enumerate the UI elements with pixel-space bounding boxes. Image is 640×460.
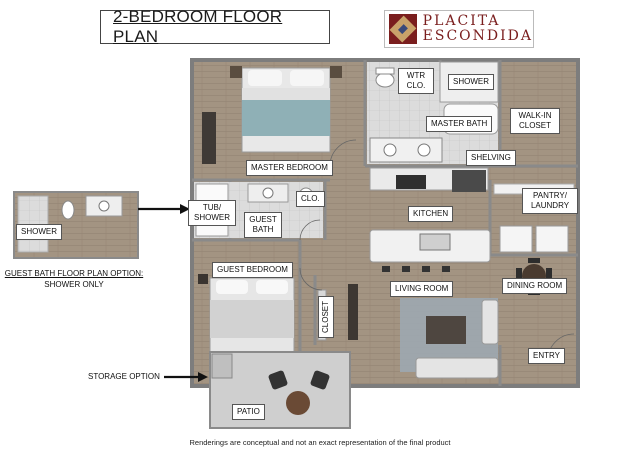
dryer-icon bbox=[535, 225, 569, 253]
patio-table-icon bbox=[286, 391, 310, 415]
toilet-icon bbox=[375, 67, 395, 88]
nightstand-icon bbox=[330, 66, 342, 78]
vanity-icon bbox=[369, 137, 443, 163]
option-caption-line-2: SHOWER ONLY bbox=[44, 280, 104, 289]
label-option-shower: SHOWER bbox=[16, 224, 62, 240]
label-clo: CLO. bbox=[296, 191, 325, 207]
label-entry: ENTRY bbox=[528, 348, 565, 364]
label-dining-room: DINING ROOM bbox=[502, 278, 568, 294]
label-living-room: LIVING ROOM bbox=[390, 281, 454, 297]
sofa-icon bbox=[415, 357, 499, 379]
washer-icon bbox=[499, 225, 533, 253]
sink-icon bbox=[383, 143, 397, 157]
label-guest-bath: GUEST BATH bbox=[244, 212, 282, 238]
label-kitchen: KITCHEN bbox=[408, 206, 454, 222]
guest-nightstand-icon bbox=[198, 274, 208, 284]
logo-line-2: ESCONDIDA bbox=[422, 28, 533, 44]
kitchen-sink-icon bbox=[419, 233, 451, 251]
guest-bed-icon bbox=[209, 277, 295, 357]
master-bed-icon bbox=[241, 67, 331, 153]
interior-walls bbox=[192, 60, 578, 386]
storage-option-label: STORAGE OPTION bbox=[88, 372, 160, 381]
option-sink-icon bbox=[98, 200, 110, 212]
label-pantry-laundry: PANTRY/ LAUNDRY bbox=[522, 188, 578, 214]
label-patio: PATIO bbox=[232, 404, 265, 420]
armchair-icon bbox=[481, 299, 499, 345]
option-toilet-icon bbox=[61, 200, 75, 220]
bar-stools bbox=[382, 266, 450, 272]
storage-closet bbox=[211, 353, 233, 379]
tv-console-icon bbox=[348, 284, 358, 340]
logo: PLACITA ESCONDIDA bbox=[384, 10, 534, 48]
label-master-bedroom: MASTER BEDROOM bbox=[246, 160, 333, 176]
logo-text: PLACITA ESCONDIDA bbox=[423, 14, 533, 44]
nightstand-icon bbox=[230, 66, 242, 78]
label-shelving: SHELVING bbox=[466, 150, 516, 166]
coffee-table-icon bbox=[426, 316, 466, 344]
guest-sink-icon bbox=[262, 187, 274, 199]
label-closet: CLOSET bbox=[318, 295, 334, 338]
label-walk-in-closet: WALK-IN CLOSET bbox=[510, 108, 560, 134]
label-tub-shower: TUB/ SHOWER bbox=[188, 200, 236, 226]
logo-line-1: PLACITA bbox=[422, 13, 501, 29]
label-guest-bedroom: GUEST BEDROOM bbox=[212, 262, 293, 278]
label-wtr-clo: WTR CLO. bbox=[398, 68, 434, 94]
patio-chair-icon bbox=[310, 370, 330, 390]
option-caption-line-1: GUEST BATH FLOOR PLAN OPTION: bbox=[4, 269, 144, 278]
patio-floor bbox=[209, 351, 351, 429]
footer-disclaimer: Renderings are conceptual and not an exa… bbox=[189, 438, 451, 447]
dresser-icon bbox=[202, 112, 216, 164]
range-icon bbox=[396, 175, 426, 189]
sink-icon bbox=[417, 143, 431, 157]
label-master-bath: MASTER BATH bbox=[426, 116, 493, 132]
fridge-icon bbox=[452, 170, 486, 192]
logo-emblem-icon bbox=[389, 14, 417, 44]
label-shower: SHOWER bbox=[448, 74, 494, 90]
patio-chair-icon bbox=[268, 370, 288, 390]
arrows bbox=[138, 204, 208, 382]
page-title: 2-BEDROOM FLOOR PLAN bbox=[113, 7, 283, 46]
title-box: 2-BEDROOM FLOOR PLAN bbox=[100, 7, 330, 46]
